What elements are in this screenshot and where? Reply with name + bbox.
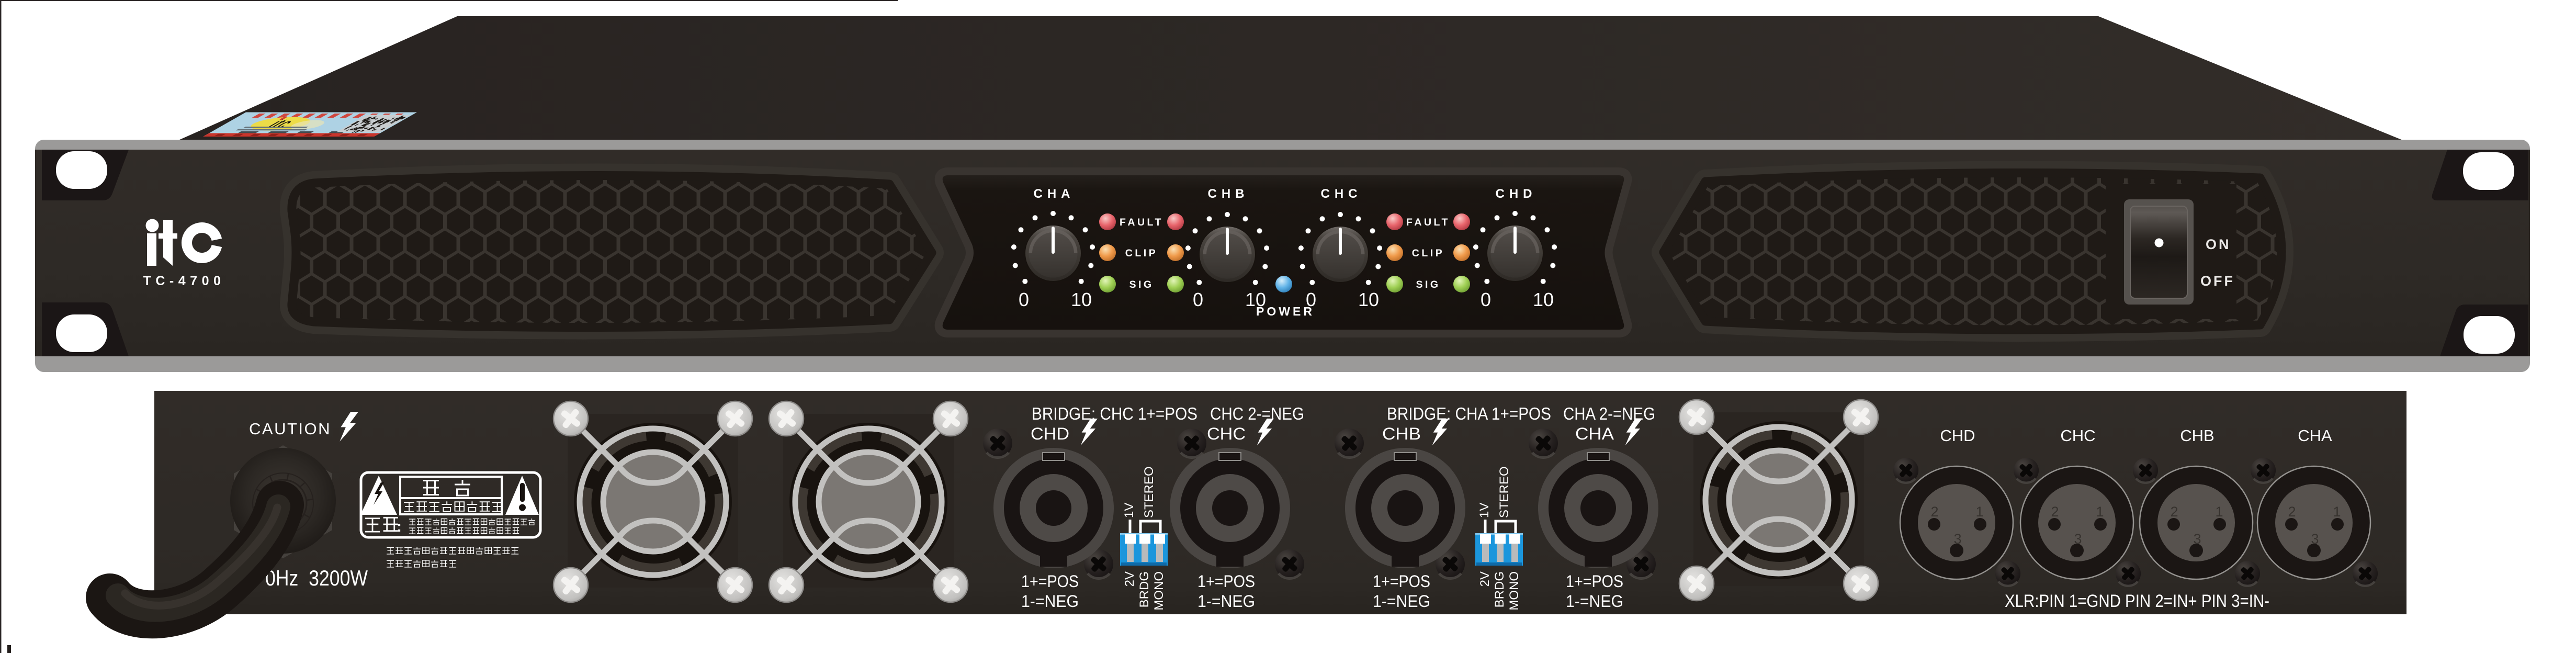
svg-text:CHA: CHA	[1575, 424, 1614, 443]
svg-text:MONO: MONO	[1507, 571, 1521, 611]
svg-text:CHB: CHB	[2180, 426, 2214, 445]
svg-text:MONO: MONO	[1152, 571, 1166, 611]
svg-text:SIG: SIG	[1129, 279, 1154, 290]
svg-text:CLIP: CLIP	[1412, 247, 1444, 259]
svg-text:CHD: CHD	[1940, 426, 1975, 445]
svg-text:BRIDGE: CHA 1+=POS: BRIDGE: CHA 1+=POS	[1387, 404, 1551, 423]
svg-text:POWER: POWER	[1256, 305, 1315, 318]
svg-text:BRDG: BRDG	[1137, 571, 1151, 607]
svg-text:0: 0	[1306, 289, 1316, 310]
svg-text:CLIP: CLIP	[1125, 247, 1158, 259]
svg-text:TC-4700: TC-4700	[143, 274, 225, 288]
svg-text:10: 10	[1245, 289, 1266, 310]
svg-text:0Hz 3200W: 0Hz 3200W	[265, 566, 368, 590]
svg-text:CHB: CHB	[1208, 187, 1249, 201]
svg-text:SIG: SIG	[1416, 279, 1440, 290]
svg-text:STEREO: STEREO	[1497, 466, 1511, 518]
svg-text:1-=NEG: 1-=NEG	[1373, 592, 1430, 611]
svg-text:CHA 2-=NEG: CHA 2-=NEG	[1563, 404, 1655, 423]
svg-text:CHD: CHD	[1496, 187, 1537, 201]
svg-text:STEREO: STEREO	[1142, 466, 1156, 518]
svg-text:CHA: CHA	[2298, 426, 2332, 445]
svg-text:10: 10	[1533, 289, 1554, 310]
svg-text:CHC 2-=NEG: CHC 2-=NEG	[1210, 404, 1304, 423]
svg-text:0: 0	[1019, 289, 1029, 310]
svg-text:1+=POS: 1+=POS	[1373, 572, 1430, 591]
svg-text:CHC: CHC	[1207, 424, 1246, 443]
svg-text:10: 10	[1071, 289, 1092, 310]
svg-text:1-=NEG: 1-=NEG	[1021, 592, 1079, 611]
svg-text:BRDG: BRDG	[1493, 571, 1507, 607]
svg-text:1+=POS: 1+=POS	[1197, 572, 1255, 591]
svg-text:XLR:PIN 1=GND PIN 2=IN+ PIN 3=: XLR:PIN 1=GND PIN 2=IN+ PIN 3=IN-	[2005, 591, 2269, 611]
svg-text:FAULT: FAULT	[1120, 217, 1163, 228]
svg-text:1-=NEG: 1-=NEG	[1197, 592, 1255, 611]
svg-text:10: 10	[1358, 289, 1379, 310]
svg-text:FAULT: FAULT	[1406, 217, 1450, 228]
svg-text::: :	[397, 518, 402, 535]
svg-text:1+=POS: 1+=POS	[1566, 572, 1623, 591]
svg-text:CHA: CHA	[1034, 187, 1075, 201]
svg-text:ON: ON	[2206, 237, 2231, 252]
svg-text:CHC: CHC	[1321, 187, 1362, 201]
svg-text:2V: 2V	[1478, 571, 1492, 587]
svg-text:BRIDGE: CHC 1+=POS: BRIDGE: CHC 1+=POS	[1032, 404, 1197, 423]
svg-text:CHD: CHD	[1031, 424, 1069, 443]
svg-text:1V: 1V	[1477, 503, 1492, 518]
svg-text:1+=POS: 1+=POS	[1021, 572, 1079, 591]
svg-text:1-=NEG: 1-=NEG	[1566, 592, 1623, 611]
svg-text:CHC: CHC	[2060, 426, 2095, 445]
svg-text:2V: 2V	[1123, 571, 1137, 587]
svg-text:0: 0	[1481, 289, 1491, 310]
svg-text:CAUTION: CAUTION	[249, 420, 331, 438]
svg-text:CHB: CHB	[1382, 424, 1421, 443]
svg-text:OFF: OFF	[2200, 273, 2235, 289]
svg-text:0: 0	[1193, 289, 1203, 310]
svg-text:1V: 1V	[1122, 503, 1136, 518]
